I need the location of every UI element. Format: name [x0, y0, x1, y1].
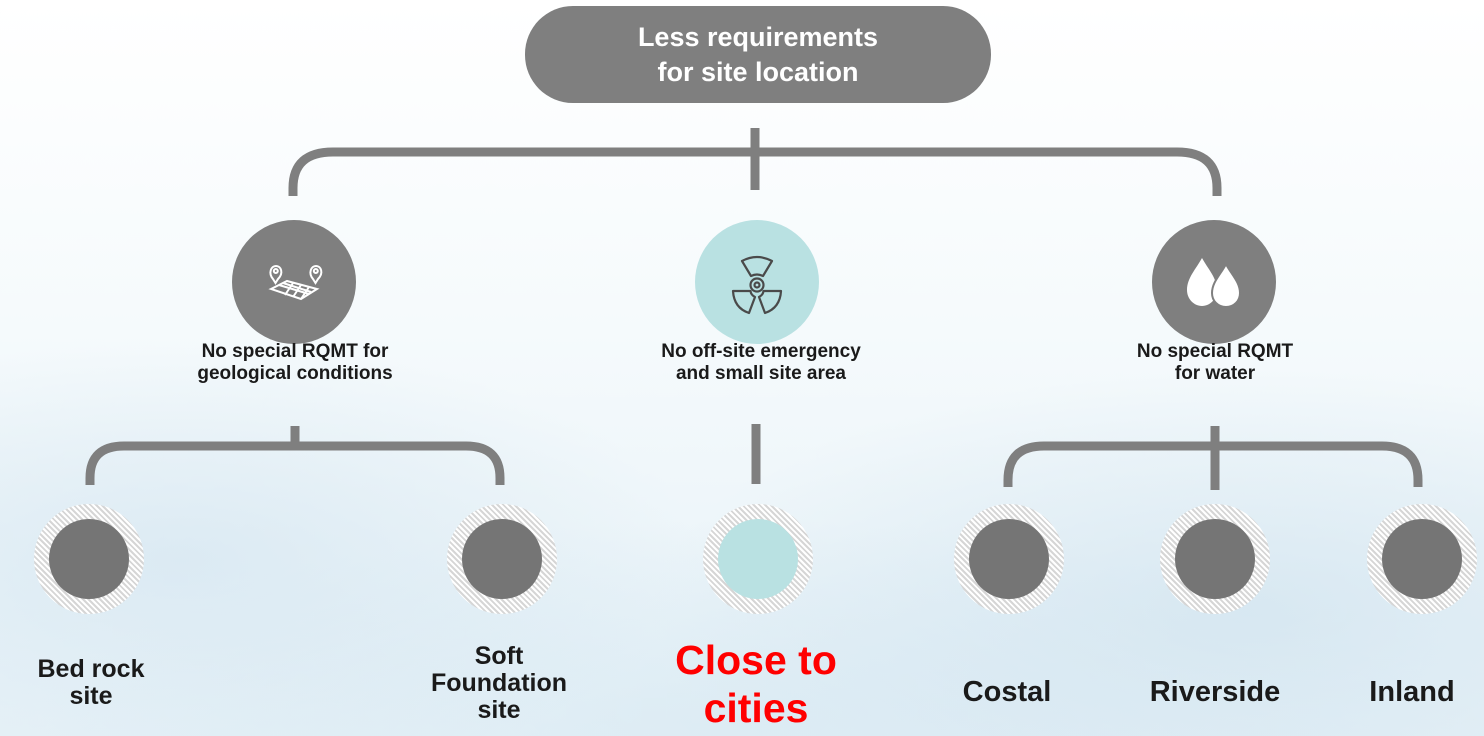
root-node: Less requirements for site location	[525, 6, 991, 103]
water-node-circle	[1152, 220, 1276, 344]
root-title-line2: for site location	[657, 56, 859, 87]
leaf-label-riverside: Riverside	[1149, 676, 1281, 708]
connector-geo-bar	[85, 441, 505, 485]
geology-node-circle	[232, 220, 356, 344]
root-title-line1: Less requirements	[637, 21, 879, 52]
connector-level1-bar	[288, 147, 1222, 196]
leaf-label-inland: Inland	[1369, 676, 1455, 708]
emergency-node-circle	[695, 220, 819, 344]
category-label-geology: No special RQMT for geological condition…	[197, 341, 393, 384]
leaf-ring-close-to-cities	[703, 504, 813, 614]
leaf-ring-soft-foundation	[447, 504, 557, 614]
leaf-label-soft-foundation: Soft Foundation site	[430, 642, 568, 724]
radiation-icon	[731, 255, 783, 315]
leaf-label-costal: Costal	[962, 676, 1052, 708]
leaf-ring-bed-rock	[34, 504, 144, 614]
leaf-label-close-to-cities: Close to cities	[675, 637, 837, 731]
leaf-label-bed-rock: Bed rock site	[37, 655, 145, 710]
category-label-emergency: No off-site emergency and small site are…	[661, 341, 861, 384]
leaf-ring-inland	[1367, 504, 1477, 614]
leaf-ring-riverside	[1160, 504, 1270, 614]
category-label-water: No special RQMT for water	[1136, 341, 1294, 384]
leaf-ring-costal	[954, 504, 1064, 614]
map-pins-icon	[268, 264, 323, 301]
water-drops-icon	[1187, 258, 1242, 309]
connector-water-bar	[1003, 441, 1423, 487]
